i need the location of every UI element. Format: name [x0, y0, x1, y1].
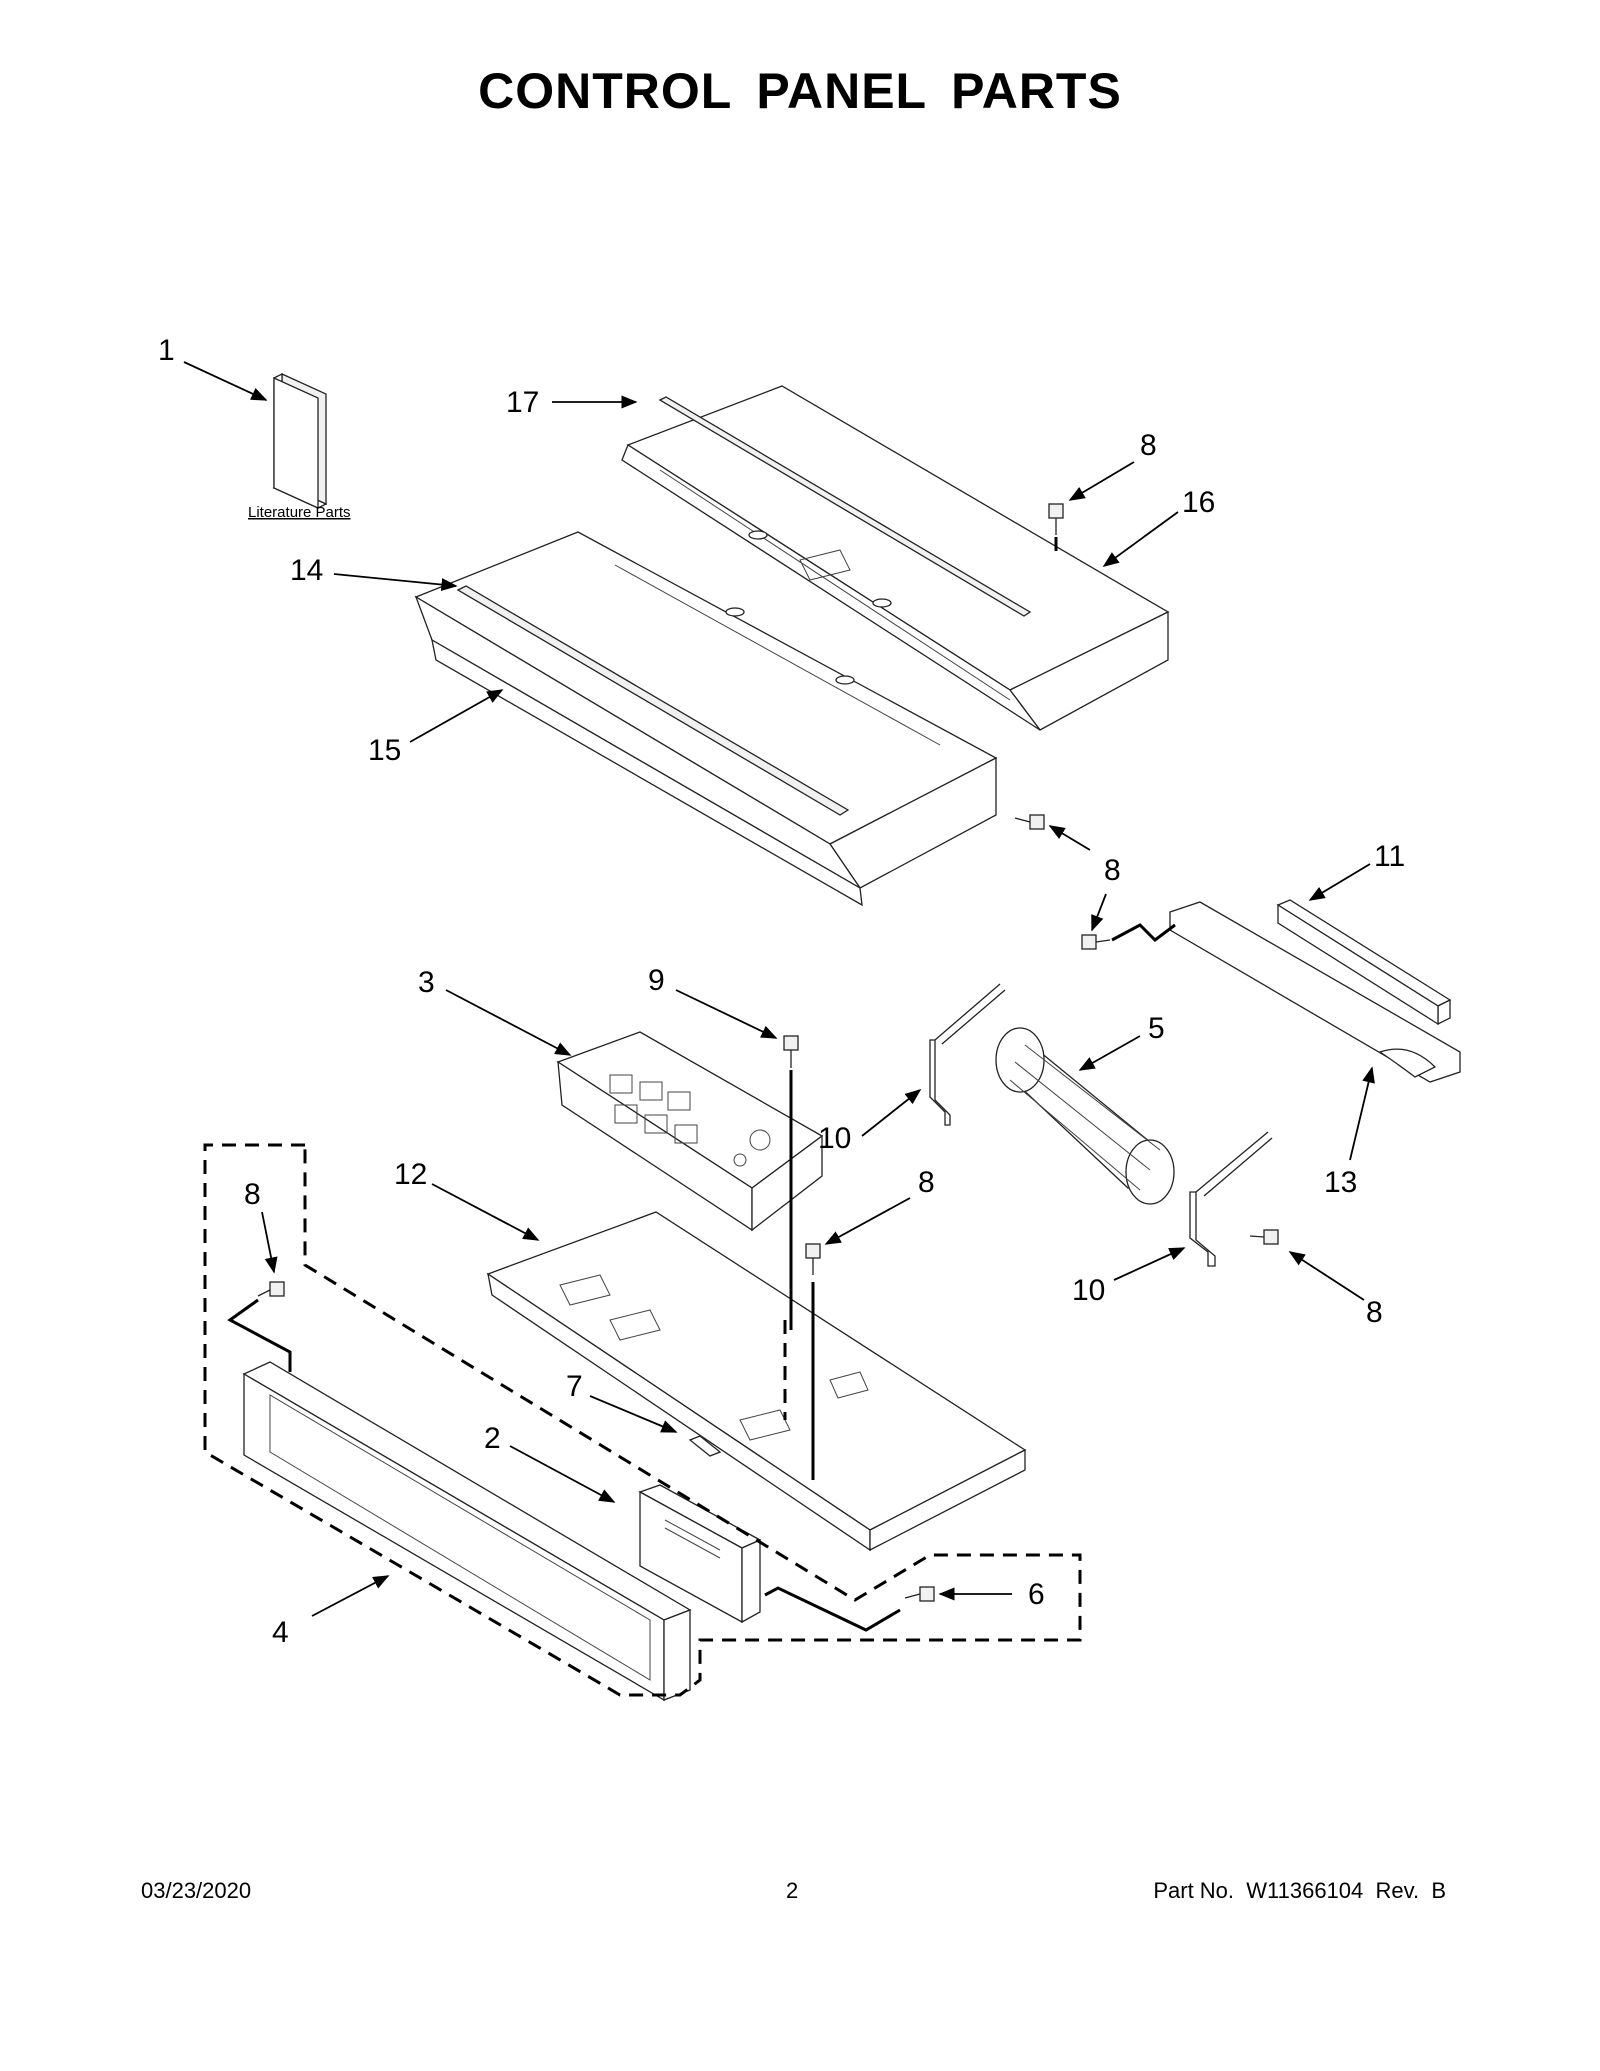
- panel-12: [486, 1211, 1027, 1552]
- callout-8-center: 8: [918, 1166, 935, 1199]
- ground-wire-right: [764, 1586, 901, 1632]
- control-board-3: [556, 1031, 824, 1232]
- bracket-10-upper: [929, 983, 1006, 1126]
- screw-6: [904, 1586, 935, 1602]
- footer-date: 03/23/2020: [141, 1878, 252, 1903]
- seal-strip-14: [456, 585, 850, 816]
- callout-11: 11: [1374, 840, 1405, 873]
- callout-14: 14: [290, 554, 323, 587]
- screw-8-right: [1249, 1229, 1279, 1245]
- screw-8-bracket: [1081, 934, 1111, 950]
- callout-5: 5: [1148, 1012, 1165, 1045]
- screw-8-mid: [1014, 814, 1045, 830]
- callout-8-right: 8: [1366, 1296, 1383, 1329]
- user-interface-board-2: [638, 1484, 762, 1624]
- screw-8-top: [1048, 503, 1064, 535]
- assembly-outline-left: [203, 1143, 1082, 1697]
- lower-panel-15: [414, 531, 998, 907]
- callout-8-mid: 8: [1104, 854, 1121, 887]
- callout-10-upper: 10: [818, 1122, 851, 1155]
- screw-8-center: [805, 1243, 821, 1275]
- callout-10-lower: 10: [1072, 1274, 1105, 1307]
- literature-parts-book: Literature Parts: [248, 372, 351, 521]
- bracket-wire: [1111, 923, 1176, 942]
- footer-part-number: Part No. W11366104 Rev. B: [1153, 1878, 1446, 1903]
- seal-strip-17: [658, 396, 1032, 617]
- screw-8-left: [257, 1281, 285, 1297]
- strip-11: [1276, 899, 1452, 1026]
- callout-3: 3: [418, 966, 435, 999]
- literature-parts-label: Literature Parts: [248, 504, 351, 521]
- callout-15: 15: [368, 734, 401, 767]
- callout-13: 13: [1324, 1166, 1357, 1199]
- callout-numbers: 1 17 8 16 14 15 8 11 3 9 5 10 8 13 12 8 …: [158, 334, 1405, 1649]
- callout-6: 6: [1028, 1578, 1045, 1611]
- callout-4: 4: [272, 1616, 289, 1649]
- callout-8-left: 8: [244, 1178, 261, 1211]
- callout-1: 1: [158, 334, 175, 367]
- screw-9: [783, 1035, 799, 1068]
- callout-7: 7: [566, 1370, 583, 1403]
- callout-16: 16: [1182, 486, 1215, 519]
- callout-9: 9: [648, 964, 665, 997]
- callout-17: 17: [506, 386, 539, 419]
- callout-8-top: 8: [1140, 429, 1157, 462]
- clip-7: [688, 1435, 722, 1457]
- footer-page-number: 2: [786, 1878, 799, 1903]
- ground-wire-left: [227, 1298, 292, 1372]
- blower-fan-5: [995, 1027, 1175, 1205]
- callout-12: 12: [394, 1158, 427, 1191]
- callout-2: 2: [484, 1422, 501, 1455]
- console-trim-4: [242, 1361, 692, 1702]
- bracket-10-lower: [1189, 1131, 1273, 1267]
- page-title: CONTROL PANEL PARTS: [478, 63, 1122, 119]
- leader-lines: [183, 361, 1375, 1617]
